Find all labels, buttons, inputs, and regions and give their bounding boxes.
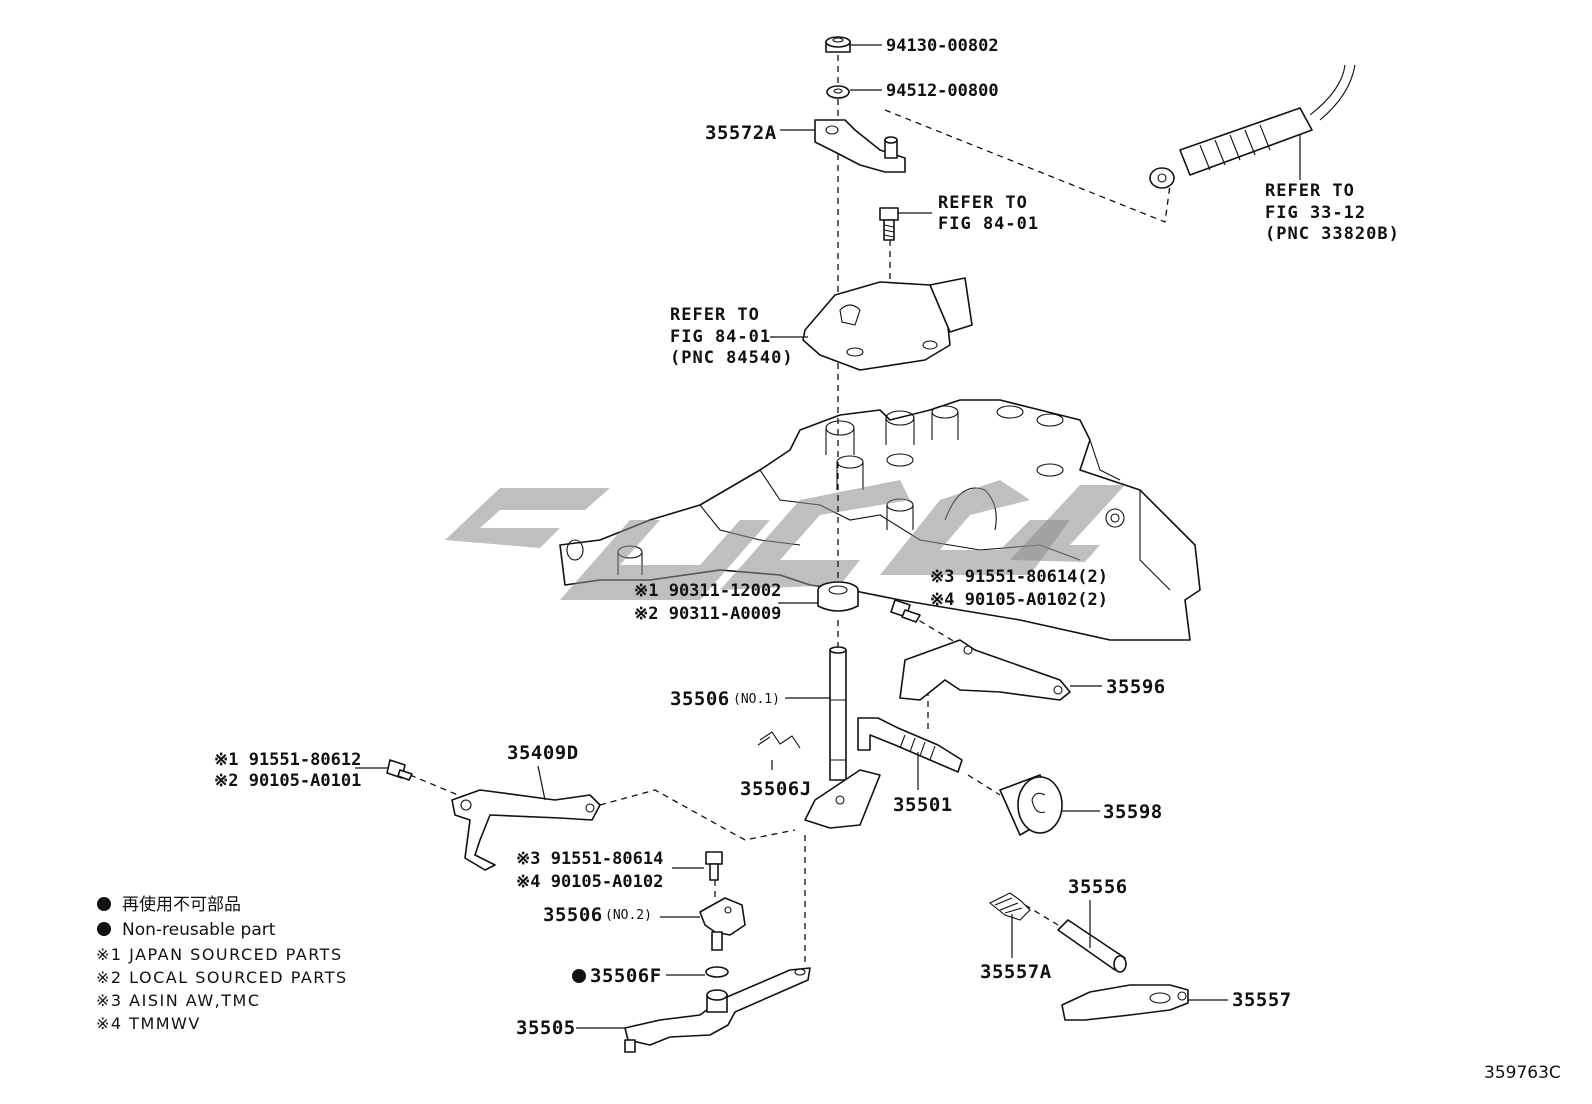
- label-91551-80612: ※1 91551-80612: [214, 750, 361, 770]
- label-35572A: 35572A: [705, 122, 777, 144]
- neutral-start-switch: [802, 277, 973, 371]
- label-refer-to-3: REFER TO: [1265, 181, 1355, 201]
- bracket-35506-no2: [699, 897, 746, 951]
- legend-line-5: ※3 AISIN AW,TMC: [96, 991, 261, 1010]
- shift-cable: [1149, 64, 1356, 189]
- label-35557: 35557: [1232, 989, 1292, 1011]
- label-35505: 35505: [516, 1017, 576, 1039]
- label-35506-no1-sub: (NO.1): [733, 692, 780, 707]
- legend-bullet-2: [97, 922, 111, 936]
- label-90105-A0101: ※2 90105-A0101: [214, 771, 361, 791]
- leader-lines: [355, 44, 1301, 1029]
- lever-35505: [624, 967, 811, 1053]
- rod-35501: [857, 717, 963, 773]
- label-90311-A0009: ※2 90311-A0009: [634, 604, 781, 624]
- detent-plate: [804, 769, 881, 829]
- label-35506-no1: 35506: [670, 688, 730, 710]
- label-94130-00802: 94130-00802: [886, 36, 999, 56]
- label-91551-80614-2: ※3 91551-80614(2): [930, 567, 1108, 587]
- label-94512-00800: 94512-00800: [886, 81, 999, 101]
- legend-line-2: Non-reusable part: [122, 920, 276, 940]
- oil-seal-90311: [817, 581, 859, 612]
- lever-35409D: [451, 789, 601, 871]
- roller-35598: [999, 774, 1063, 836]
- label-90105-A0102-2: ※4 90105-A0102(2): [930, 590, 1108, 610]
- lever-35572A: [814, 119, 906, 173]
- label-refer-pnc-3: (PNC 33820B): [1265, 224, 1400, 244]
- pawl-35557: [1061, 984, 1189, 1021]
- oring-35506F: [705, 966, 729, 978]
- bolt-91551-80612: [386, 759, 413, 781]
- bracket-35596: [899, 639, 1071, 701]
- label-refer-fig-1: FIG 84-01: [938, 214, 1039, 234]
- label-90311-12002: ※1 90311-12002: [634, 581, 781, 601]
- label-refer-pnc-2: (PNC 84540): [670, 348, 794, 368]
- label-90105-A0102: ※4 90105-A0102: [516, 872, 663, 892]
- label-35506-no2: 35506: [543, 904, 603, 926]
- label-refer-to-2: REFER TO: [670, 305, 760, 325]
- part-labels: 94130-00802 94512-00800 35572A REFER TO …: [214, 36, 1400, 1039]
- label-refer-fig-3: FIG 33-12: [1265, 203, 1366, 223]
- label-35506J: 35506J: [740, 778, 812, 800]
- transmission-case: [559, 399, 1201, 641]
- bolt-91551-2: [890, 599, 921, 623]
- label-35556: 35556: [1068, 876, 1128, 898]
- figure-code: 359763C: [1484, 1063, 1561, 1083]
- pin-35556: [1057, 919, 1127, 973]
- spring-35506J: [757, 731, 801, 749]
- label-35557A: 35557A: [980, 961, 1052, 983]
- legend-line-6: ※4 TMMWV: [96, 1014, 201, 1033]
- washer-94512: [826, 85, 850, 99]
- spring-35557A: [988, 892, 1031, 921]
- legend-line-3: ※1 JAPAN SOURCED PARTS: [96, 945, 343, 964]
- shaft-35506-no1: [829, 646, 847, 781]
- label-refer-to-1: REFER TO: [938, 193, 1028, 213]
- label-35506-no2-sub: (NO.2): [605, 908, 652, 923]
- legend-line-1: 再使用不可部品: [122, 894, 241, 915]
- label-35598: 35598: [1103, 801, 1163, 823]
- label-35506F: 35506F: [590, 965, 662, 987]
- legend: 再使用不可部品 Non-reusable part ※1 JAPAN SOURC…: [96, 894, 348, 1033]
- watermark-logo: [445, 480, 1125, 600]
- bolt-refer-84-01: [879, 207, 899, 241]
- label-refer-fig-2: FIG 84-01: [670, 327, 771, 347]
- legend-bullet-1: [97, 897, 111, 911]
- bolt-91551-80614: [705, 851, 723, 881]
- legend-line-4: ※2 LOCAL SOURCED PARTS: [96, 968, 348, 987]
- label-91551-80614: ※3 91551-80614: [516, 849, 663, 869]
- nut-94130: [825, 36, 851, 53]
- label-35596: 35596: [1106, 676, 1166, 698]
- label-35409D: 35409D: [507, 742, 579, 764]
- non-reusable-marker: [572, 969, 586, 983]
- label-35501: 35501: [893, 794, 953, 816]
